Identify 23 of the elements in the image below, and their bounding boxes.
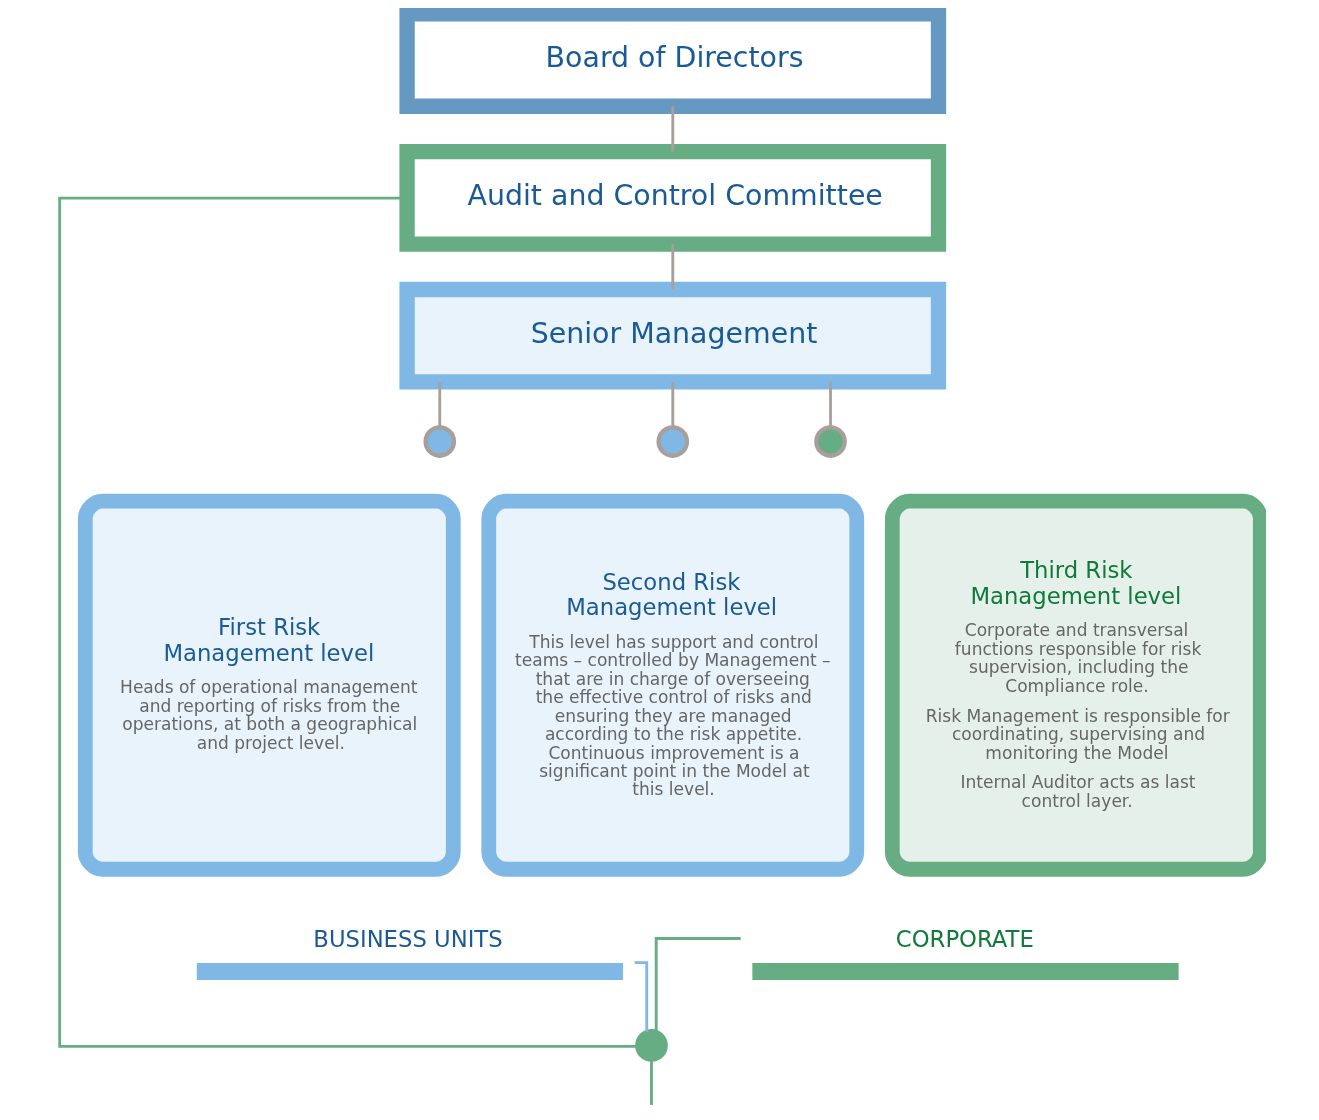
- node-circle: [813, 425, 847, 458]
- connector: [670, 382, 674, 428]
- connector: [670, 106, 674, 152]
- connector: [828, 382, 832, 428]
- node-box: First Risk Management level Heads of operational management and reporting of risks from the operations, at both a geographical and project level.: [77, 493, 461, 877]
- node-circle: [655, 425, 689, 458]
- node-box: Senior Management: [398, 281, 946, 390]
- connector: [634, 961, 648, 1032]
- node-circle: [422, 425, 456, 458]
- node-box: Board of Directors: [398, 8, 946, 114]
- node-label: BUSINESS UNITS: [312, 926, 503, 953]
- connector: [57, 196, 637, 1048]
- connector: [670, 244, 674, 290]
- connector: [654, 937, 741, 1032]
- node-box: Audit and Control Committee: [398, 144, 946, 252]
- node-box: [196, 963, 623, 981]
- node-label: CORPORATE: [895, 926, 1034, 953]
- node-box: Second Risk Management level This level has support and control teams – controlled by Management – that are in charge of overseeing the effective control of risks and ensuring they are managed according to the risk appetite. Continuous improvement is a significant point in the Model at this level.: [480, 493, 864, 877]
- connector: [437, 382, 441, 428]
- node-box: [751, 963, 1179, 981]
- node-box: Third Risk Management level Corporate and transversal functions responsible for risk supervision, including the Compliance role. Risk Management is responsible for coordinating, supervising and monitoring the Model Internal Auditor acts as last control layer.: [884, 493, 1266, 877]
- node-circle: [634, 1029, 668, 1062]
- connector: [649, 1060, 653, 1105]
